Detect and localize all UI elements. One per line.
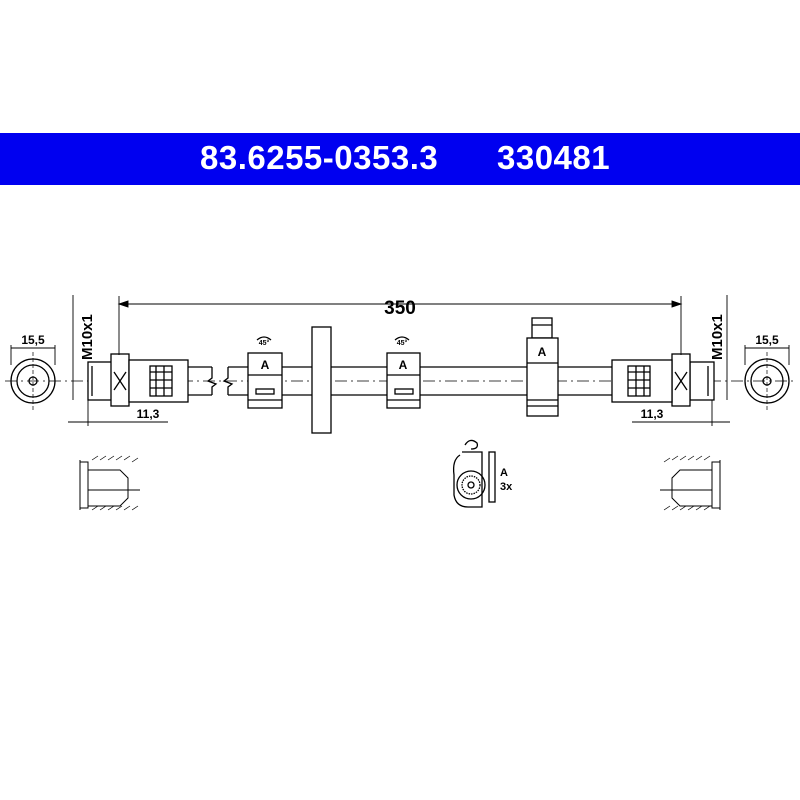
- clip-detail-view: [452, 439, 496, 508]
- hex-size-left: 15,5: [21, 333, 45, 347]
- hex-size-right: 15,5: [755, 333, 779, 347]
- grommet-disc: [311, 326, 332, 434]
- clip-label-2: A: [399, 358, 408, 372]
- rotation-arrow-icon: [256, 336, 272, 341]
- right-fitting: [611, 353, 715, 407]
- right-end-view: [744, 352, 790, 410]
- clip-a-3: [526, 317, 559, 417]
- rotation-arrow-icon: [394, 336, 410, 341]
- rotation-label-1: 45°: [259, 339, 270, 347]
- right-port-section: [660, 455, 721, 511]
- part-number: 83.6255-0353.3: [200, 139, 439, 176]
- clip-quantity: 3x: [500, 481, 513, 493]
- left-port-section: [79, 455, 140, 511]
- clip-label-3: A: [538, 345, 547, 359]
- title-bar: 83.6255-0353.3 330481: [0, 133, 800, 185]
- thread-right: M10x1: [709, 314, 726, 360]
- length-dimension: 350: [384, 298, 416, 319]
- left-fitting: [87, 353, 189, 407]
- dimension-lines: [10, 295, 790, 426]
- clip-a-1: [247, 352, 283, 409]
- left-end-view: [10, 352, 56, 410]
- reference-number: 330481: [497, 139, 611, 176]
- rotation-label-2: 45°: [397, 339, 408, 347]
- clip-detail-label: A: [500, 467, 508, 479]
- fitting-length-right: 11,3: [641, 407, 664, 421]
- clip-a-2: [386, 352, 421, 409]
- fitting-length-left: 11,3: [137, 407, 160, 421]
- clip-label-1: A: [261, 358, 270, 372]
- thread-left: M10x1: [79, 314, 96, 360]
